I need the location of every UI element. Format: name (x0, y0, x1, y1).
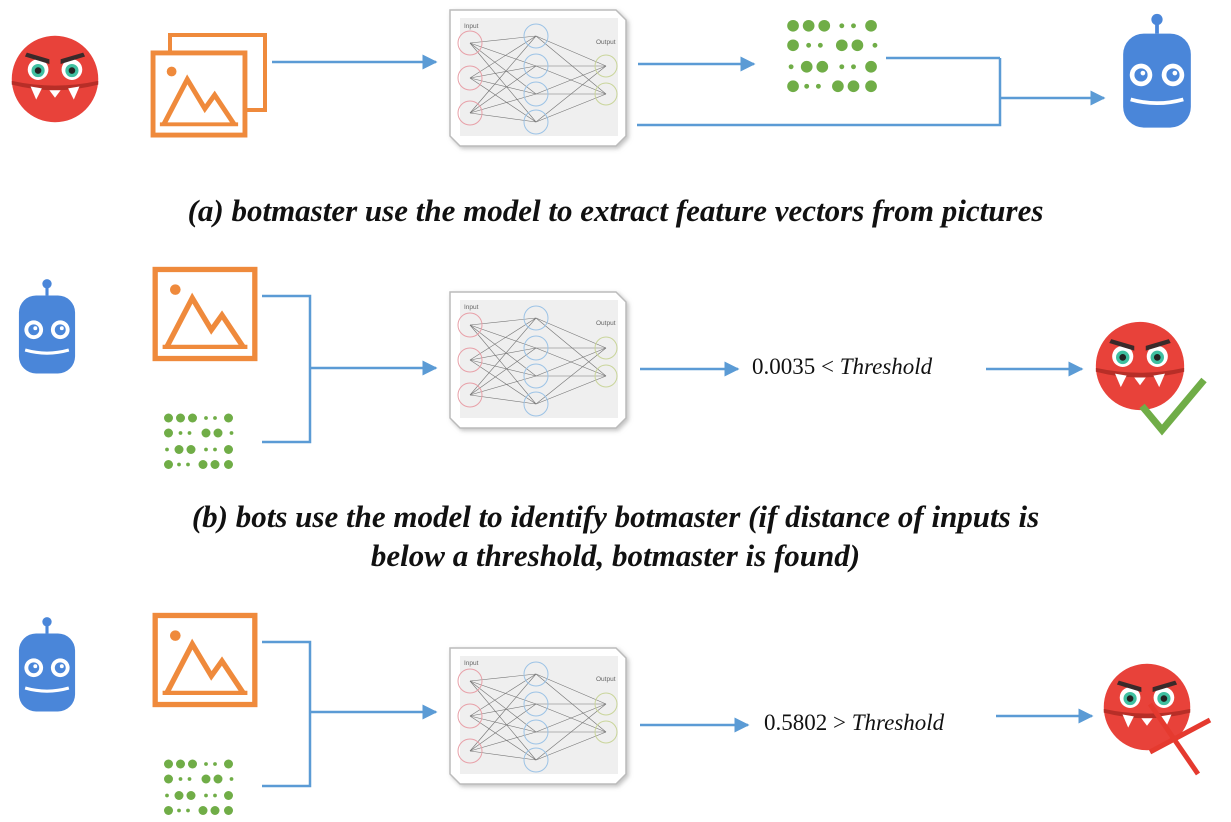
distance-value: 0.0035 (752, 354, 816, 379)
distance-comparison-b: 0.0035 < Threshold (752, 354, 932, 380)
model-output-label: Output (596, 320, 616, 327)
botmaster-icon (11, 35, 99, 123)
picture-stack-icon (153, 33, 267, 135)
panel-c: Input Output (17, 615, 1212, 815)
caption-a: (a) botmaster use the model to extract f… (187, 193, 1044, 228)
checkmark-icon (1139, 377, 1207, 436)
distance-value: 0.5802 (764, 710, 828, 735)
cross-icon (1147, 702, 1212, 776)
picture-icon (155, 615, 255, 704)
distance-comparison-c: 0.5802 > Threshold (764, 710, 944, 736)
picture-icon (155, 269, 255, 358)
bot-icon (1121, 11, 1193, 130)
neural-network-model-icon (449, 291, 627, 429)
botmaster-icon (1095, 321, 1185, 411)
panel-a: Input Output (11, 9, 1193, 147)
comparison-operator: > (833, 710, 846, 735)
model-input-label: Input (464, 23, 479, 30)
feature-vector-icon (164, 759, 234, 815)
caption-b-line2: below a threshold, botmaster is found) (370, 538, 861, 573)
comparison-operator: < (821, 354, 834, 379)
bot-icon (17, 615, 77, 714)
model-input-label: Input (464, 660, 479, 667)
threshold-label: Threshold (851, 710, 945, 735)
merge-bracket (262, 640, 312, 788)
model-output-label: Output (596, 676, 616, 683)
neural-network-model-icon (449, 9, 627, 147)
connector-model-to-bot (637, 98, 1002, 127)
panel-b: Input Output (17, 269, 1207, 469)
model-input-label: Input (464, 304, 479, 311)
feature-vector-icon (164, 413, 234, 469)
caption-b-line1: (b) bots use the model to identify botma… (191, 499, 1040, 534)
feature-vector-icon (787, 19, 878, 93)
bot-icon (17, 277, 77, 376)
model-output-label: Output (596, 39, 616, 46)
threshold-label: Threshold (839, 354, 933, 379)
neural-network-model-icon (449, 647, 627, 785)
merge-bracket (262, 294, 312, 444)
